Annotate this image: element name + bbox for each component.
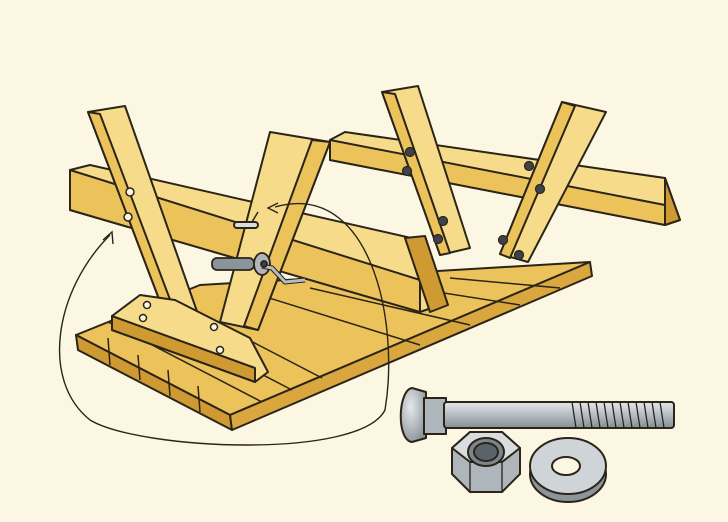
bolt-heads — [401, 146, 546, 261]
drill-icon — [211, 252, 306, 285]
pin — [233, 211, 259, 229]
tabletop — [75, 261, 593, 431]
leg-frame-right — [381, 85, 607, 263]
bolt-thread — [571, 401, 665, 429]
washer-icon — [529, 437, 607, 503]
hex-nut-icon — [451, 431, 521, 493]
curved-arrow-icon — [58, 202, 390, 446]
cleat — [111, 294, 269, 383]
carriage-bolt-icon — [399, 387, 675, 443]
leg-frame-left — [87, 105, 331, 331]
picnic-table-icon — [69, 85, 681, 431]
bolt-holes — [123, 187, 225, 355]
